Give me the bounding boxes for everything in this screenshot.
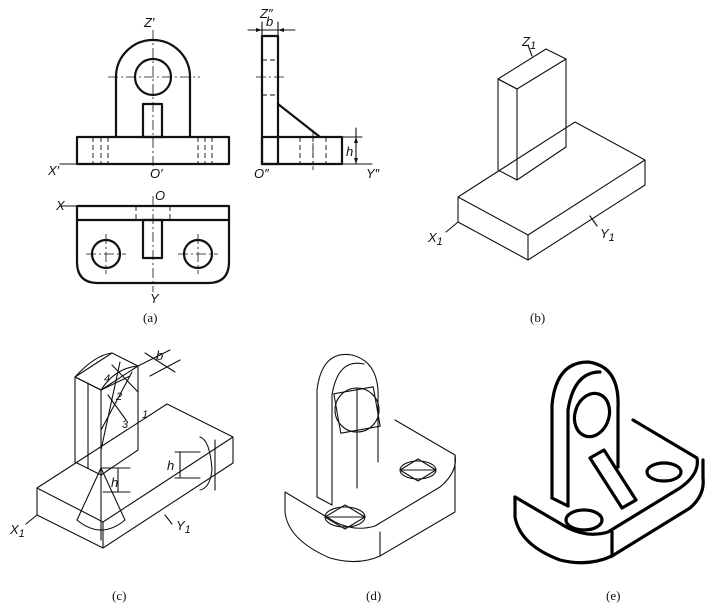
label-o-double-prime: O″ [254, 166, 269, 181]
label-o-prime: O′ [150, 166, 163, 181]
label-x-prime: X′ [47, 163, 60, 178]
label-c-b: b [156, 348, 163, 363]
label-o: O [155, 188, 165, 203]
label-y1: Y1 [600, 226, 615, 244]
caption-b: (b) [530, 310, 545, 325]
label-x1: X1 [427, 230, 443, 248]
label-pt2: 2 [115, 391, 122, 403]
label-y: Y [150, 291, 160, 306]
label-pt4: 4 [104, 373, 110, 385]
front-rib [141, 102, 164, 139]
front-view: Z′ X′ O′ [47, 15, 231, 181]
caption-e: (e) [606, 588, 620, 603]
panel-e: (e) [513, 360, 705, 603]
label-z1: Z1 [521, 34, 536, 52]
label-c-y1: Y1 [176, 518, 191, 536]
label-z-double-prime: Z″ [259, 6, 273, 21]
top-base-outline [75, 204, 231, 285]
label-z-prime: Z′ [143, 15, 155, 30]
label-x: X [55, 198, 66, 213]
panel-c: b 4 2 3 1 h h X1 Y1 (c) [9, 348, 234, 603]
label-b: b [266, 14, 273, 29]
label-pt3: 3 [122, 419, 129, 431]
front-ear [114, 38, 192, 139]
side-view: b h Z″ Y″ O″ [247, 6, 380, 181]
label-y-double-prime: Y″ [366, 166, 380, 181]
caption-d: (d) [366, 588, 381, 603]
panel-b: Z1 X1 Y1 (b) [427, 34, 646, 325]
label-c-h1: h [111, 475, 118, 490]
label-pt1: 1 [142, 409, 148, 421]
top-rib [141, 218, 164, 260]
panel-a: Z′ X′ O′ b h [47, 6, 380, 325]
caption-c: (c) [112, 588, 126, 603]
caption-a: (a) [143, 310, 157, 325]
label-c-h2: h [167, 458, 174, 473]
top-view: X O Y [55, 188, 231, 306]
side-ear [260, 34, 280, 166]
label-h: h [346, 144, 353, 159]
panel-d: (d) [284, 353, 456, 603]
label-c-x1: X1 [9, 522, 25, 540]
side-base [260, 135, 344, 166]
side-rib [276, 102, 322, 139]
